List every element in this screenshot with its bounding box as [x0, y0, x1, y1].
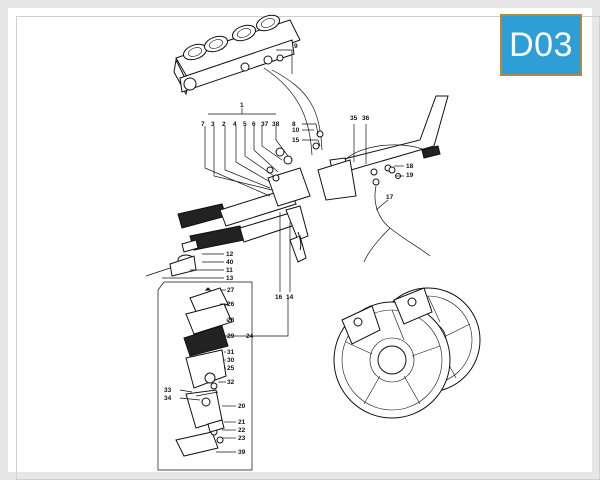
- label-10: 10: [292, 127, 300, 134]
- label-22: 22: [238, 427, 246, 434]
- label-6: 6: [252, 121, 256, 128]
- label-29: 29: [227, 333, 235, 340]
- label-28: 28: [227, 317, 235, 324]
- label-25: 25: [227, 365, 235, 372]
- label-3: 3: [211, 121, 215, 128]
- label-23: 23: [238, 435, 246, 442]
- section-badge: D03: [500, 14, 582, 76]
- label-21: 21: [238, 419, 246, 426]
- label-34: 34: [164, 395, 172, 402]
- label-31: 31: [227, 349, 235, 356]
- label-35: 35: [350, 115, 358, 122]
- label-1: 1: [240, 102, 244, 109]
- label-13: 13: [226, 275, 234, 282]
- brake-calipers: [341, 287, 433, 345]
- label-33: 33: [164, 387, 172, 394]
- label-32: 32: [227, 379, 235, 386]
- brake-hose: [363, 166, 431, 263]
- label-17: 17: [386, 194, 394, 201]
- label-20: 20: [238, 403, 246, 410]
- label-8: 8: [292, 121, 296, 128]
- reference-labels: 9 1 7 3 2 4 5 6 37 38 8 10 15 35 36 18 1…: [164, 43, 414, 456]
- label-39: 39: [238, 449, 246, 456]
- label-14: 14: [286, 294, 294, 301]
- label-40: 40: [226, 259, 234, 266]
- label-30: 30: [227, 357, 235, 364]
- label-26: 26: [227, 301, 235, 308]
- label-18: 18: [406, 163, 414, 170]
- label-27: 27: [227, 287, 235, 294]
- label-15: 15: [292, 137, 300, 144]
- label-16: 16: [275, 294, 283, 301]
- label-7: 7: [201, 121, 205, 128]
- label-19: 19: [406, 172, 414, 179]
- throttle-body-assembly: [173, 14, 301, 96]
- label-5: 5: [243, 121, 247, 128]
- label-4: 4: [233, 121, 237, 128]
- label-37: 37: [261, 121, 269, 128]
- label-24: 24: [246, 333, 254, 340]
- leader-lines: [162, 49, 404, 453]
- label-9: 9: [294, 43, 298, 50]
- detail-box: [157, 281, 253, 471]
- label-12: 12: [226, 251, 234, 258]
- throttle-cables: [263, 67, 323, 156]
- label-2: 2: [222, 121, 226, 128]
- label-11: 11: [226, 267, 233, 274]
- label-36: 36: [362, 115, 370, 122]
- throttle-grip-assembly: [177, 159, 357, 263]
- detail-parts: [175, 287, 233, 457]
- label-38: 38: [272, 121, 280, 128]
